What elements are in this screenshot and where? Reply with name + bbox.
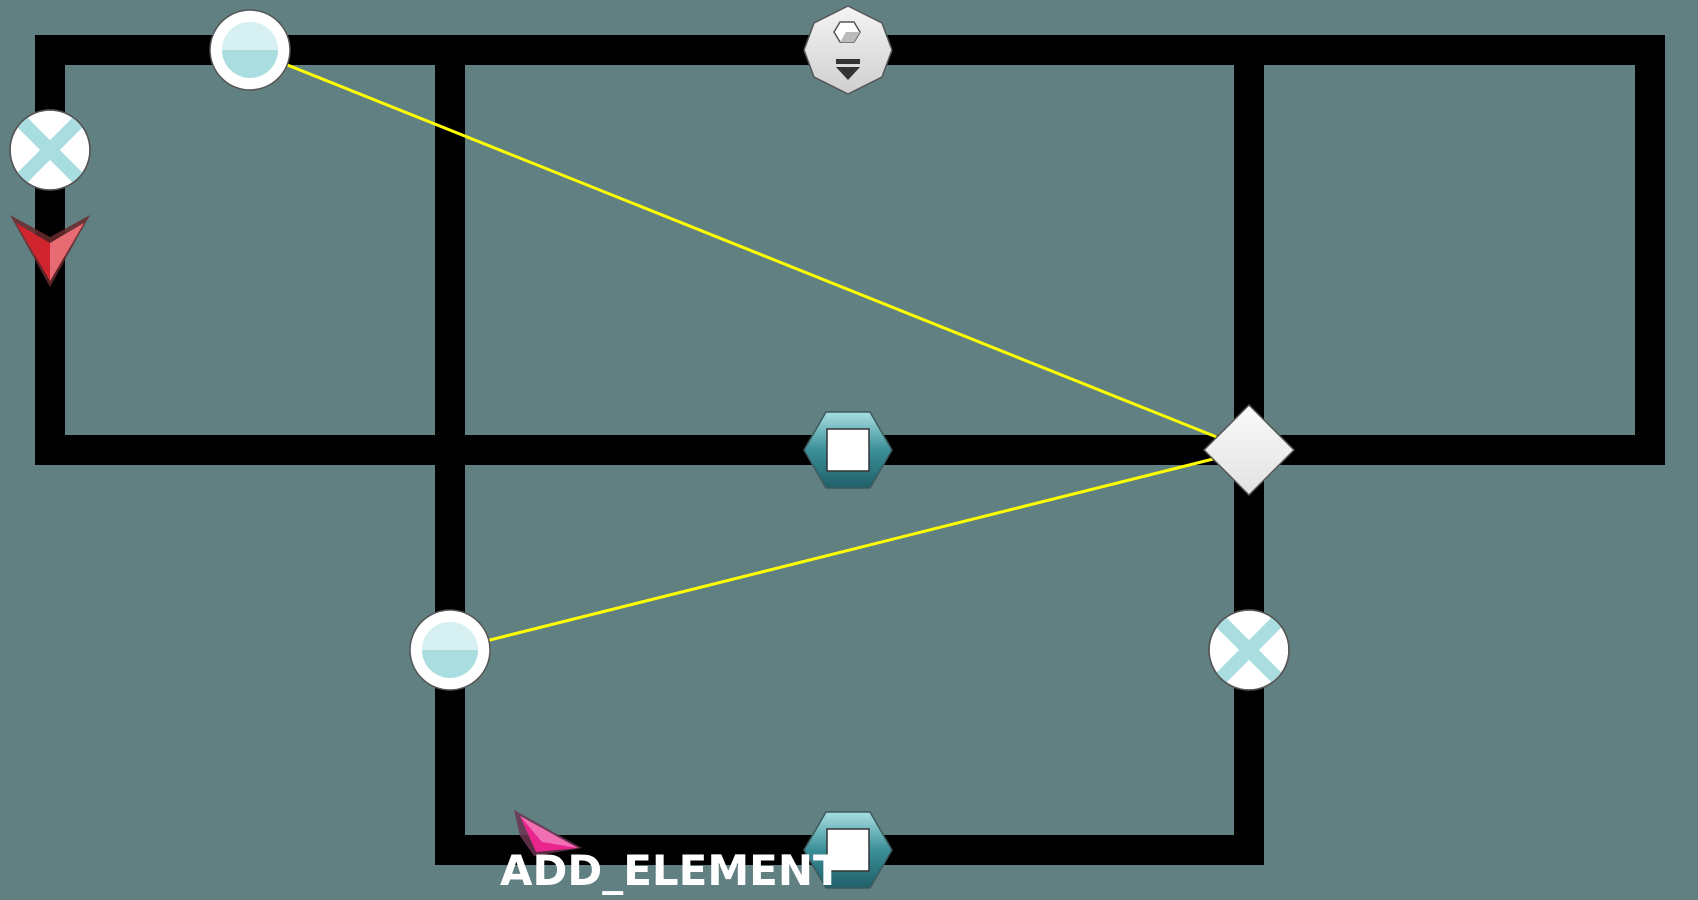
cube-icon <box>833 21 861 43</box>
connections <box>249 48 1250 652</box>
dispenser-node[interactable] <box>803 5 893 95</box>
cross-node[interactable] <box>9 109 91 191</box>
cube-hex-node[interactable] <box>803 811 893 889</box>
cursor-icon <box>514 810 582 856</box>
pearl-node[interactable] <box>209 9 291 91</box>
track-upper-loop <box>35 35 1665 465</box>
drop-arrow-icon <box>836 59 860 80</box>
connection-line <box>249 48 1250 452</box>
cross-node[interactable] <box>1208 609 1290 691</box>
connection-line <box>449 448 1250 652</box>
cube-hex-node[interactable] <box>803 411 893 489</box>
red-marker-icon <box>10 215 90 287</box>
diamond-hub[interactable] <box>1202 403 1296 497</box>
pearl-node[interactable] <box>409 609 491 691</box>
action-label: ADD_ELEMENT <box>500 846 842 895</box>
